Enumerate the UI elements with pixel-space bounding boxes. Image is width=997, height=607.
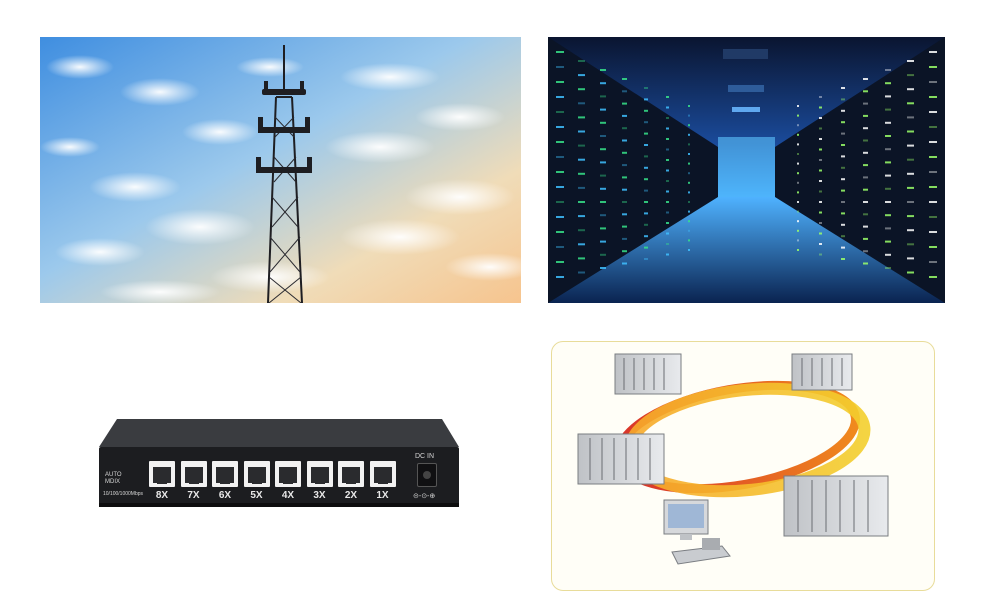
port-label: 7X — [187, 490, 200, 501]
port-label: 6X — [218, 490, 232, 501]
port-label: 3X — [313, 490, 326, 501]
ethernet-port — [369, 461, 396, 487]
ring-network-diagram — [551, 341, 935, 591]
polarity-symbol: ⊝-⊙-⊕ — [413, 493, 436, 500]
dc-power-jack — [417, 463, 437, 487]
port-label: 5X — [250, 490, 263, 501]
mdix-label: MDIX — [105, 479, 120, 485]
ethernet-port — [306, 461, 333, 487]
auto-label: AUTO — [105, 472, 122, 478]
network-switch-photo: 8X 7X 6X 5X 4X 3X 2X 1X AUTO MDIX 10/100/1000Mb… — [97, 417, 462, 509]
ethernet-port — [243, 461, 270, 487]
port-label: 1X — [376, 490, 389, 501]
cell-tower-photo — [40, 37, 521, 303]
data-center-photo — [548, 37, 945, 303]
port-label: 2X — [344, 490, 358, 501]
ethernet-port — [212, 461, 238, 487]
speed-label: 10/100/1000Mbps — [103, 491, 144, 497]
ethernet-port — [149, 461, 175, 487]
port-label: 4X — [281, 490, 295, 501]
ethernet-port — [180, 461, 207, 487]
dc-in-label: DC IN — [415, 453, 435, 460]
ethernet-port — [338, 461, 364, 487]
ethernet-port — [275, 461, 301, 487]
port-label: 8X — [155, 490, 169, 501]
